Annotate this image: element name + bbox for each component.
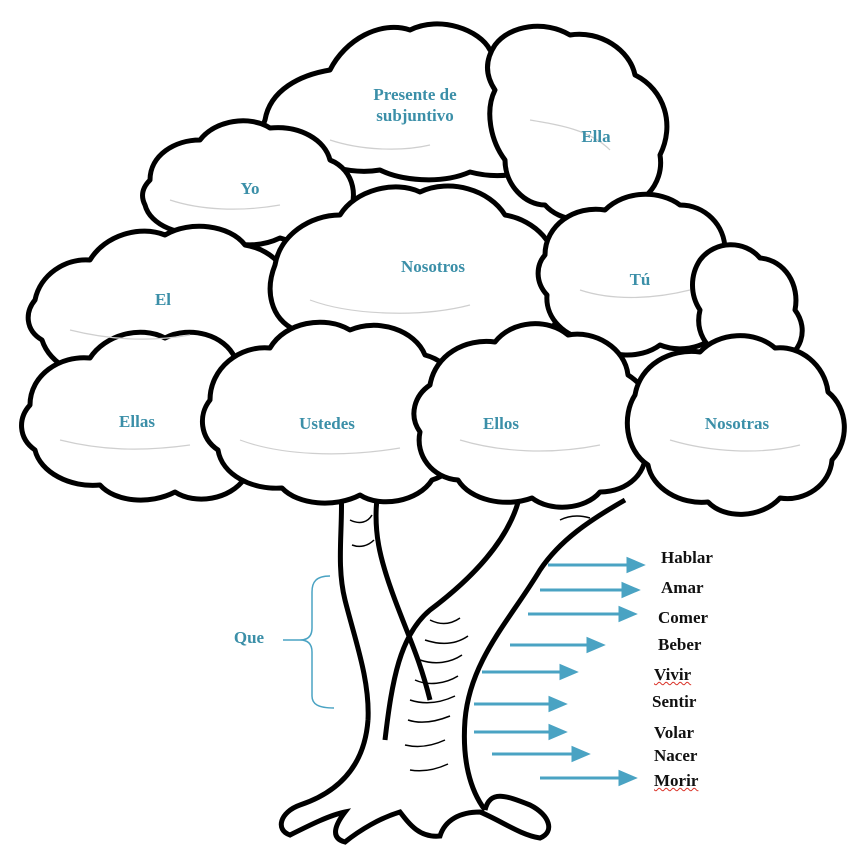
verb-beber: Beber — [658, 635, 702, 654]
verb-hablar: Hablar — [661, 548, 713, 567]
arrow-morir — [540, 769, 638, 787]
label-nosotros: Nosotros — [401, 257, 465, 276]
label-ustedes: Ustedes — [299, 414, 355, 433]
verb-vivir: Vivir — [654, 665, 692, 684]
label-que: Que — [233, 628, 265, 647]
arrow-sentir — [474, 695, 568, 713]
title-line-1: Presente de — [373, 85, 457, 104]
arrow-beber — [510, 636, 606, 654]
verb-volar: Volar — [654, 723, 694, 742]
arrow-volar — [474, 723, 568, 741]
canopy-nosotras — [624, 333, 847, 517]
verb-sentir: Sentir — [652, 692, 697, 711]
verb-amar: Amar — [661, 578, 704, 597]
verb-comer: Comer — [658, 608, 709, 627]
trunk-left-branch-inner — [373, 489, 433, 701]
arrow-comer — [528, 605, 638, 623]
diagram-title: Presente de subjuntivo — [345, 84, 485, 126]
verb-nacer: Nacer — [654, 746, 698, 765]
arrow-vivir — [482, 663, 579, 681]
label-nosotras: Nosotras — [704, 414, 770, 433]
label-el: El — [154, 290, 172, 309]
verb-arrows — [474, 556, 646, 787]
verb-morir: Morir — [654, 771, 699, 790]
arrow-nacer — [492, 745, 591, 763]
canopy — [19, 21, 847, 517]
canopy-top-right — [485, 23, 670, 223]
trunk-base — [278, 719, 552, 845]
title-line-2: subjuntivo — [376, 106, 454, 125]
label-ellos: Ellos — [483, 414, 519, 433]
label-tu: Tú — [629, 270, 651, 289]
label-yo: Yo — [240, 179, 260, 198]
trunk-right-branch — [382, 494, 523, 741]
que-bracket — [299, 575, 335, 709]
arrow-hablar — [548, 556, 646, 574]
trunk-right-branch-inner — [461, 497, 627, 812]
trunk-left-branch — [337, 477, 371, 721]
label-ellas: Ellas — [119, 412, 155, 431]
canopy-detail-lines — [59, 119, 801, 455]
arrow-amar — [540, 581, 641, 599]
bark-lines — [349, 514, 591, 772]
canopy-ellos — [411, 321, 655, 510]
label-ella: Ella — [581, 127, 611, 146]
